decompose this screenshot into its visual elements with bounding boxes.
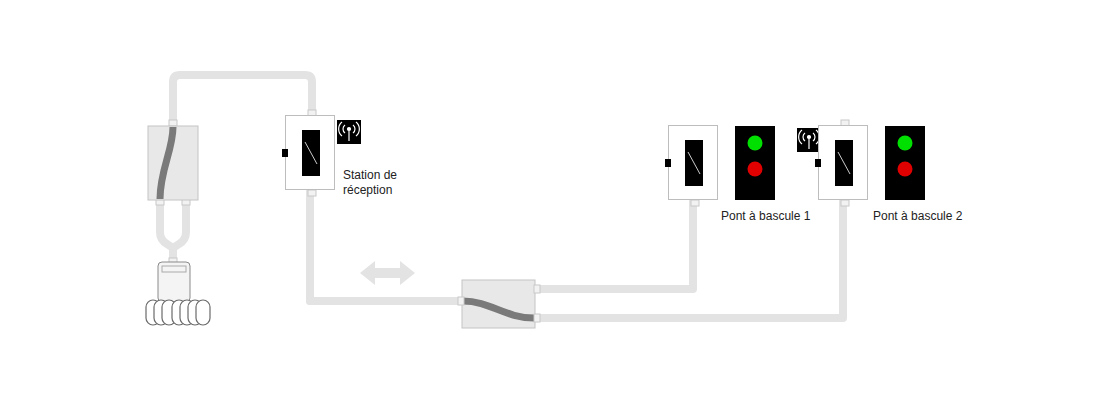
pipe-connector: [310, 190, 843, 318]
device-label: Pont à bascule 2: [873, 209, 993, 224]
tank: [158, 262, 190, 302]
device-box: Pont à bascule 1: [668, 125, 718, 200]
traffic-light: [735, 126, 775, 200]
side-port: [665, 159, 671, 167]
valve-path: [160, 127, 173, 199]
port-stub: [169, 120, 177, 126]
traffic-light: [885, 126, 925, 200]
port-stub: [691, 200, 699, 206]
double-arrow: [360, 261, 415, 285]
panel-mark: [835, 140, 853, 186]
green-light: [898, 136, 913, 151]
traffic-light: [885, 126, 925, 200]
device-box: Station de réception: [285, 115, 335, 190]
switch-path: [463, 301, 534, 318]
port-stub: [534, 285, 540, 293]
green-light: [748, 136, 763, 151]
display-panel: [685, 140, 703, 186]
device-label: Pont à bascule 1: [721, 209, 841, 224]
traffic-light: [735, 126, 775, 200]
display-panel: [302, 130, 320, 176]
panel-mark: [302, 130, 320, 176]
tank-rim: [162, 266, 186, 272]
tire: [196, 300, 210, 325]
tire: [146, 300, 210, 325]
antenna-icon: [337, 120, 361, 144]
antenna-waves: [339, 122, 360, 141]
port-stub: [458, 297, 464, 305]
valve-box: [148, 126, 198, 200]
tank: [146, 262, 210, 325]
port-stub: [534, 314, 540, 322]
pipe: [173, 200, 186, 248]
red-light: [898, 162, 913, 177]
side-port: [282, 149, 288, 157]
panel-mark: [685, 140, 703, 186]
port-stub: [156, 110, 849, 264]
red-light: [748, 162, 763, 177]
side-port: [815, 159, 821, 167]
switch-box: [462, 280, 535, 328]
display-panel: [835, 140, 853, 186]
switch-box: [458, 280, 540, 328]
port-stub: [308, 190, 316, 196]
pipe: [160, 200, 173, 262]
antenna-waves: [799, 130, 820, 149]
port-stub: [841, 200, 849, 206]
device-label: Station de réception: [343, 168, 415, 198]
valve-box: [148, 126, 198, 200]
device-box: Pont à bascule 2: [818, 125, 868, 200]
antenna-icon: [337, 120, 361, 144]
